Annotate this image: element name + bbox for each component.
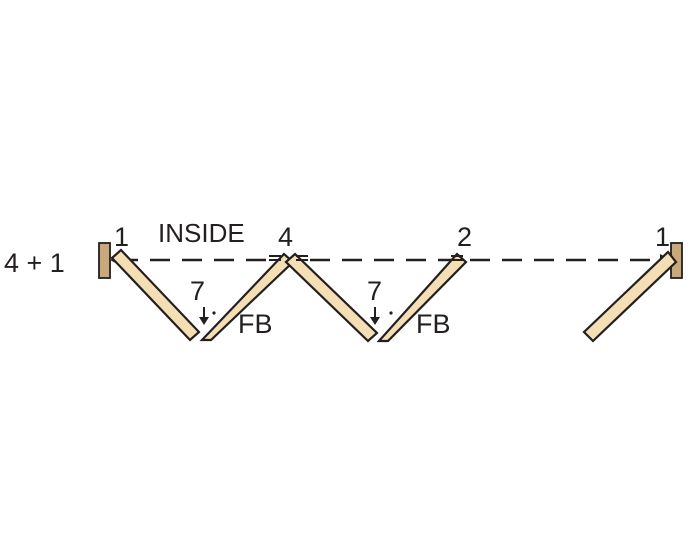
- fold-number-2: 7: [367, 276, 382, 306]
- fold-arrow-1-icon: [199, 307, 209, 325]
- door-panel-4: [376, 252, 468, 343]
- fold-arrow-2-icon: [370, 307, 380, 325]
- configuration-label: 4 + 1: [4, 248, 65, 278]
- left-jamb: [98, 242, 111, 279]
- panel-number-right: 1: [655, 222, 670, 252]
- panel-number-second: 4: [278, 222, 293, 252]
- fold-tag-1: FB: [238, 309, 273, 339]
- door-panel-3: [284, 252, 379, 343]
- door-panel-5: [582, 250, 678, 343]
- fold-number-1: 7: [190, 276, 205, 306]
- inside-label: INSIDE: [158, 218, 245, 248]
- panel-number-left: 1: [114, 222, 129, 252]
- fold-dot-2: [389, 311, 393, 315]
- door-panel-1: [110, 248, 201, 342]
- hinge-marks: [269, 255, 463, 261]
- fold-tag-2: FB: [416, 309, 451, 339]
- fold-dot-1: [212, 311, 216, 315]
- panel-number-third: 2: [457, 222, 472, 252]
